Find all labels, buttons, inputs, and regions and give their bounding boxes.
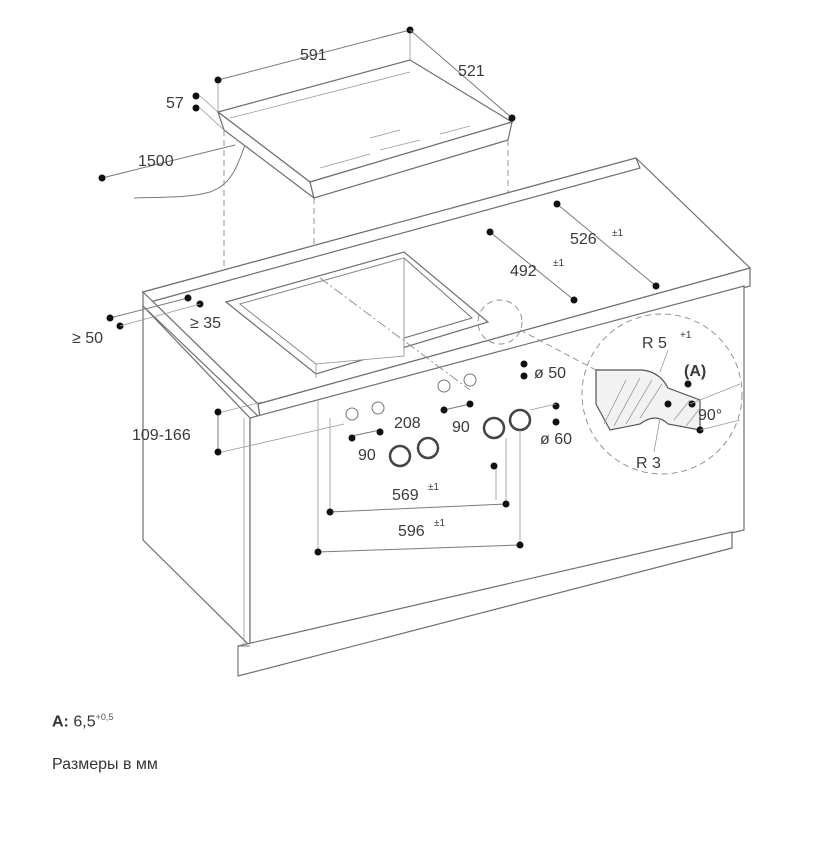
power-cable bbox=[133, 144, 246, 199]
dim-point bbox=[314, 548, 322, 556]
detail-profile bbox=[595, 369, 701, 431]
detail-marker-circle bbox=[477, 299, 523, 345]
dim-point bbox=[552, 418, 560, 426]
detail-a-label: (A) bbox=[684, 363, 706, 380]
dim-point bbox=[520, 372, 528, 380]
dim-point bbox=[466, 400, 474, 408]
dim-point bbox=[490, 462, 498, 470]
knob-spacing-label: 208 bbox=[394, 415, 421, 432]
worktop-thickness-label: 109-166 bbox=[132, 427, 191, 444]
cable-length-label: 1500 bbox=[138, 153, 174, 170]
units-note: Размеры в мм bbox=[52, 756, 158, 773]
knob-hole bbox=[345, 407, 359, 421]
detail-r-bottom-label: R 3 bbox=[636, 455, 661, 472]
note-a-value: 6,5 bbox=[73, 713, 96, 731]
dim-point bbox=[486, 228, 494, 236]
dim-point bbox=[684, 380, 692, 388]
dim-point bbox=[520, 360, 528, 368]
note-a: A: 6,5+0,5 bbox=[52, 712, 113, 731]
hob-unit bbox=[216, 59, 514, 200]
dim-line-depth bbox=[409, 29, 513, 119]
worktop-cutout bbox=[224, 251, 490, 391]
dim-point bbox=[214, 408, 222, 416]
detail-circle bbox=[581, 313, 743, 475]
dim-point bbox=[516, 541, 524, 549]
dim-point bbox=[552, 402, 560, 410]
detail-angle-label: 90° bbox=[698, 407, 722, 424]
width-outer-tol: ±1 bbox=[434, 518, 445, 529]
dim-point bbox=[553, 200, 561, 208]
dia-large-label: ø 60 bbox=[540, 431, 572, 448]
detail-r-top-label: R 5 bbox=[642, 335, 667, 352]
dim-point bbox=[376, 428, 384, 436]
angle-b-label: 90 bbox=[452, 419, 470, 436]
dim-line-cable bbox=[101, 144, 236, 179]
dim-point bbox=[192, 92, 200, 100]
dim-point bbox=[98, 174, 106, 182]
dim-point bbox=[106, 314, 114, 322]
outer-depth-tol: ±1 bbox=[612, 228, 623, 239]
cutout-depth-tol: ±1 bbox=[553, 258, 564, 269]
dim-point bbox=[688, 400, 696, 408]
knob-hole bbox=[371, 401, 385, 415]
dim-point bbox=[184, 294, 192, 302]
dim-point bbox=[502, 500, 510, 508]
outer-depth-label: 526 bbox=[570, 231, 597, 248]
note-a-label: A: bbox=[52, 713, 69, 731]
dim-line-width bbox=[217, 29, 411, 81]
dim-point bbox=[440, 406, 448, 414]
hob-height-label: 57 bbox=[166, 95, 184, 112]
dim-line-cutout-depth bbox=[489, 231, 575, 301]
knob bbox=[416, 436, 440, 460]
dim-point bbox=[214, 448, 222, 456]
width-inner-tol: ±1 bbox=[428, 482, 439, 493]
hob-depth-label: 521 bbox=[458, 63, 485, 80]
dim-point bbox=[214, 76, 222, 84]
knob bbox=[508, 408, 532, 432]
angle-a-label: 90 bbox=[358, 447, 376, 464]
hob-width-label: 591 bbox=[300, 47, 327, 64]
dim-point bbox=[570, 296, 578, 304]
dim-point bbox=[348, 434, 356, 442]
dim-point bbox=[192, 104, 200, 112]
dim-point bbox=[664, 400, 672, 408]
knob-hole bbox=[437, 379, 451, 393]
knob bbox=[388, 444, 412, 468]
knob-hole bbox=[463, 373, 477, 387]
note-a-tol: +0,5 bbox=[95, 712, 114, 722]
min-side-label: ≥ 35 bbox=[190, 315, 221, 332]
control-knobs bbox=[345, 373, 532, 468]
dia-small-label: ø 50 bbox=[534, 365, 566, 382]
detail-r-top-tol: +1 bbox=[680, 330, 692, 341]
dim-point bbox=[508, 114, 516, 122]
width-outer-label: 596 bbox=[398, 523, 425, 540]
cutout-depth-label: 492 bbox=[510, 263, 537, 280]
width-inner-label: 569 bbox=[392, 487, 419, 504]
min-back-label: ≥ 50 bbox=[72, 330, 103, 347]
dim-point bbox=[652, 282, 660, 290]
dim-point bbox=[326, 508, 334, 516]
dim-line-outer-depth bbox=[556, 203, 657, 287]
knob bbox=[482, 416, 506, 440]
